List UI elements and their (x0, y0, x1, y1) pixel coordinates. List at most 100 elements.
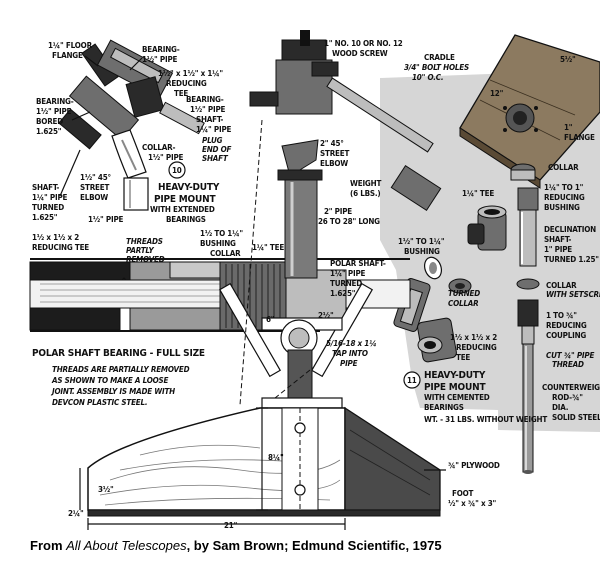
fig10-title-line2: PIPE MOUNT (154, 194, 216, 205)
svg-text:1¼" PIPE: 1¼" PIPE (196, 124, 232, 134)
svg-text:1.625": 1.625" (36, 127, 62, 136)
svg-text:26 TO 28" LONG: 26 TO 28" LONG (318, 217, 380, 226)
tee-fitting-part (467, 205, 507, 251)
collar-left-label: COLLAR (210, 249, 241, 258)
fig10-title-line3: WITH EXTENDED (150, 205, 215, 214)
svg-text:ELBOW: ELBOW (320, 159, 348, 168)
counterweight-label: COUNTERWEIGHT (542, 383, 600, 392)
collar-right-top-label: COLLAR (548, 163, 579, 172)
svg-text:DIA.: DIA. (552, 403, 568, 412)
svg-text:SHAFT-: SHAFT- (544, 235, 571, 244)
svg-text:TURNED: TURNED (32, 203, 64, 212)
svg-text:FLANGE: FLANGE (52, 51, 83, 60)
svg-text:TURNED 1.25": TURNED 1.25" (544, 255, 599, 264)
fig11-title-line4: BEARINGS (424, 403, 464, 412)
flange-1-label: 1" (564, 123, 573, 132)
counterweight-rod (522, 343, 534, 474)
svg-text:BORED: BORED (36, 117, 63, 126)
svg-text:PARTLY: PARTLY (126, 246, 155, 255)
dim-8-1-4-label: 8¼" (268, 452, 284, 462)
svg-text:FLANGE: FLANGE (564, 133, 595, 142)
svg-text:1.625": 1.625" (32, 213, 58, 222)
threads-note-line4: DEVCON PLASTIC STEEL. (52, 398, 147, 407)
svg-text:REDUCING: REDUCING (544, 193, 585, 202)
plug-end-label: PLUG (202, 136, 223, 145)
caption-book-title: All About Telescopes (66, 538, 187, 553)
wood-screw-label: 1" NO. 10 OR NO. 12 (324, 39, 403, 48)
fig11-title-line2: PIPE MOUNT (424, 382, 486, 393)
svg-text:1½" PIPE: 1½" PIPE (142, 54, 178, 64)
svg-text:ELBOW: ELBOW (80, 193, 108, 202)
svg-text:3/4" BOLT HOLES: 3/4" BOLT HOLES (404, 63, 469, 72)
weight-label: WEIGHT (350, 179, 381, 188)
dim-5-1-2-label: 5½" (560, 54, 576, 64)
svg-text:REDUCING TEE: REDUCING TEE (32, 243, 89, 252)
reducing-bushing-label: 1¼" TO 1" (544, 182, 584, 192)
svg-text:1½" PIPE: 1½" PIPE (190, 104, 226, 114)
svg-text:COLLAR: COLLAR (448, 299, 478, 308)
fig11-labels: CRADLE 3/4" BOLT HOLES 10" O.C. 12" 5½" … (398, 53, 600, 422)
extended-bearing-mount: 1¼" FLOOR FLANGE BEARING- 1½" PIPE 1½" x… (32, 39, 232, 224)
svg-text:TAP INTO: TAP INTO (332, 349, 368, 358)
center-pipe-mount: 1" NO. 10 OR NO. 12 WOOD SCREW 2" 45° ST… (218, 30, 442, 411)
reducing-tee-right-label: 1½ x 1½ x 2 (450, 332, 497, 342)
pipe-15-label: 1½" PIPE (88, 214, 124, 224)
bearing-bored-label: BEARING- (36, 97, 74, 106)
cradle-block (459, 34, 600, 189)
collar-setscrew-label: COLLAR (546, 281, 577, 290)
svg-text:STREET: STREET (80, 183, 109, 192)
threads-removed-label: THREADS (126, 237, 163, 246)
turned-collar-label: TURNED (448, 289, 480, 298)
fig11-number: 11 (407, 376, 417, 385)
svg-text:1½" PIPE: 1½" PIPE (148, 152, 184, 162)
svg-text:SOLID STEEL: SOLID STEEL (552, 413, 600, 422)
fig11-title-line1: HEAVY-DUTY (424, 370, 486, 381)
street-elbow-center-label: 2" 45° (320, 139, 344, 148)
svg-text:1.625": 1.625" (330, 289, 356, 298)
figure-caption: From All About Telescopes, by Sam Brown;… (30, 538, 590, 553)
svg-text:REDUCING: REDUCING (456, 343, 497, 352)
street-elbow-left-label: 1½" 45° (80, 172, 111, 182)
svg-text:WITH SETSCREW: WITH SETSCREW (546, 290, 600, 299)
fig11-title-line3: WITH CEMENTED (424, 393, 490, 402)
svg-text:1½" PIPE: 1½" PIPE (36, 106, 72, 116)
dim-12-label: 12" (490, 89, 504, 98)
polar-shaft-center-label: POLAR SHAFT- (330, 259, 386, 268)
weight-note: WT. - 31 LBS. WITHOUT WEIGHT (424, 415, 547, 424)
svg-text:REDUCING: REDUCING (546, 321, 587, 330)
pipe-2-label: 2" PIPE (324, 207, 352, 216)
dim-21-label: 21" (224, 521, 238, 530)
fig10-title-line4: BEARINGS (166, 215, 206, 224)
svg-text:1¼" PIPE: 1¼" PIPE (330, 268, 366, 278)
bearing-right-label: BEARING- (186, 95, 224, 104)
bushing-parts (393, 256, 472, 332)
svg-text:TEE: TEE (174, 89, 188, 98)
svg-text:1" PIPE: 1" PIPE (544, 245, 572, 254)
svg-text:WOOD SCREW: WOOD SCREW (332, 49, 388, 58)
tee-1-1-4-label: 1¼" TEE (462, 188, 494, 198)
polar-bearing-title: POLAR SHAFT BEARING - FULL SIZE (32, 348, 205, 359)
dim-2-1-2-label: 2½" (318, 310, 334, 320)
dim-6-label: 6" (266, 315, 275, 324)
svg-text:SHAFT: SHAFT (202, 154, 229, 163)
tap-pipe-label: 5/16-18 x 1¼ (326, 338, 376, 348)
threads-note-line1: THREADS ARE PARTIALLY REMOVED (52, 365, 190, 374)
dim-3-1-2-label: 3½" (98, 484, 114, 494)
bearing-top-label: BEARING- (142, 45, 180, 54)
svg-text:STREET: STREET (320, 149, 349, 158)
foot-label: FOOT (452, 489, 474, 498)
svg-text:½" x ¾" x 3": ½" x ¾" x 3" (448, 498, 497, 508)
plywood-base: 21" 8¼" 3½" 2¼" ¾" PLYWOOD FOOT ½" x ¾" … (68, 397, 500, 530)
caption-prefix: From (30, 538, 67, 553)
exploded-parts-panel: 11 HEAVY-DUTY PIPE MOUNT WITH CEMENTED B… (380, 34, 600, 474)
svg-text:TURNED: TURNED (330, 279, 362, 288)
svg-text:(6 LBS.): (6 LBS.) (350, 189, 380, 198)
svg-text:BUSHING: BUSHING (200, 239, 236, 248)
tee-14-label: 1¼" TEE (252, 242, 284, 252)
threads-note-line2: AS SHOWN TO MAKE A LOOSE (51, 376, 169, 385)
svg-text:REMOVED: REMOVED (126, 255, 165, 264)
svg-text:TEE: TEE (456, 353, 470, 362)
collar-pipe-label: COLLAR- (142, 143, 175, 152)
declination-shaft-part (516, 187, 540, 345)
